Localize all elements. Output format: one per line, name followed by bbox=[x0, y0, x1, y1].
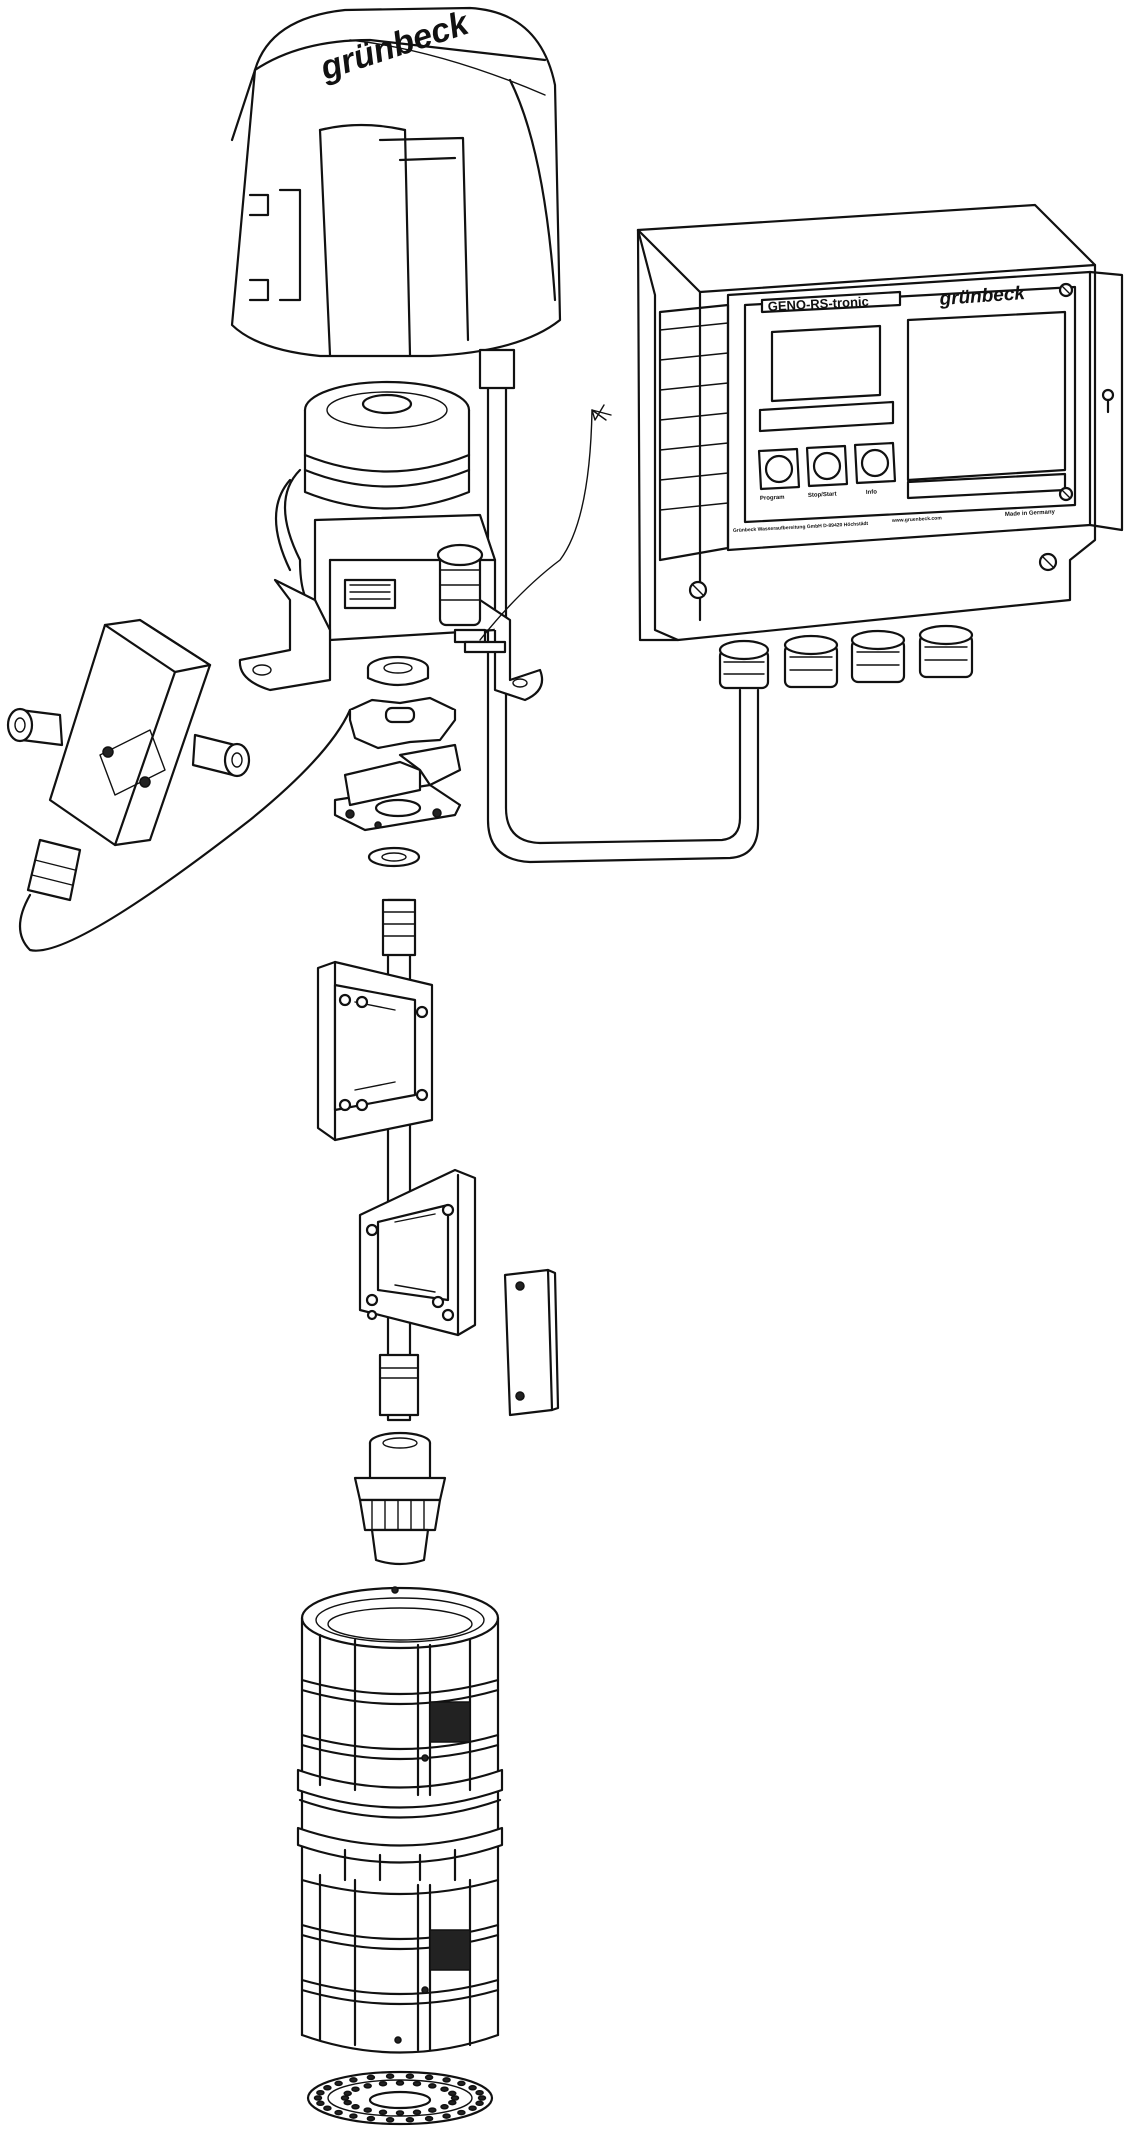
disc-hole bbox=[457, 2109, 466, 2116]
disc-hole bbox=[477, 2095, 487, 2101]
disc-hole bbox=[457, 2080, 466, 2087]
disc-hole bbox=[351, 2104, 360, 2110]
drive-motor bbox=[238, 380, 544, 702]
disc-hole bbox=[424, 2115, 434, 2122]
disc-hole bbox=[448, 2090, 457, 2097]
disc-hole bbox=[316, 2100, 325, 2107]
control-unit: GENO-RS-tronic grünbeck Program Stop/Sta… bbox=[636, 203, 1124, 690]
disc-hole bbox=[351, 2086, 360, 2092]
controller-button-stop-start[interactable] bbox=[805, 444, 849, 488]
disc-hole bbox=[363, 2107, 372, 2113]
disc-hole bbox=[343, 2099, 352, 2106]
disc-hole bbox=[334, 2080, 343, 2087]
disc-hole bbox=[316, 2089, 325, 2096]
shaft-bushing bbox=[353, 1431, 447, 1566]
disc-hole bbox=[349, 2113, 358, 2119]
disc-hole bbox=[340, 2095, 350, 2101]
disc-hole bbox=[313, 2095, 323, 2101]
disc-hole bbox=[366, 2074, 376, 2081]
disc-hole bbox=[475, 2089, 484, 2096]
disc-hole bbox=[412, 2080, 422, 2087]
bottom-grid-disc bbox=[306, 2070, 494, 2126]
disc-hole bbox=[363, 2083, 372, 2089]
button-label-stop-start: Stop/Start bbox=[808, 492, 837, 499]
disc-hole bbox=[323, 2105, 332, 2111]
disc-hole bbox=[450, 2095, 460, 2101]
lower-clamp-bracket bbox=[358, 1168, 477, 1337]
disc-hole bbox=[343, 2090, 352, 2097]
controller-footer-url: www.gruenbeck.com bbox=[891, 515, 943, 524]
controller-button-info[interactable] bbox=[853, 441, 897, 485]
controller-button-program[interactable] bbox=[757, 447, 801, 491]
cover-strip bbox=[503, 1268, 560, 1417]
motor-signal-wires bbox=[479, 404, 612, 641]
hood-cable bbox=[478, 348, 760, 864]
spring-washer bbox=[367, 846, 421, 868]
disc-hole bbox=[442, 2077, 451, 2083]
disc-hole bbox=[468, 2085, 477, 2091]
disc-hole bbox=[334, 2109, 343, 2116]
strainer-basket bbox=[296, 1586, 504, 2054]
disc-hole bbox=[405, 2073, 415, 2079]
screw-icon bbox=[688, 282, 1074, 600]
hex-nut bbox=[366, 655, 430, 687]
disc-hole bbox=[323, 2085, 332, 2091]
disc-hole bbox=[349, 2077, 358, 2083]
disc-hole bbox=[378, 2080, 388, 2087]
disc-hole bbox=[378, 2109, 388, 2116]
controller-footer-made-in: Made in Germany bbox=[1005, 509, 1056, 518]
disc-hole bbox=[428, 2083, 437, 2089]
disc-hole bbox=[424, 2074, 434, 2081]
coupling-disc bbox=[348, 696, 457, 750]
disc-hole bbox=[395, 2080, 405, 2086]
disc-hole bbox=[395, 2110, 405, 2116]
disc-hole bbox=[468, 2105, 477, 2111]
disc-hole bbox=[385, 2117, 395, 2123]
controller-model-label: GENO-RS-tronic bbox=[767, 294, 869, 314]
keyhole-icon bbox=[1101, 388, 1115, 414]
pressure-switch bbox=[6, 618, 352, 952]
disc-hole bbox=[405, 2117, 415, 2123]
disc-hole bbox=[385, 2073, 395, 2079]
protective-hood: grünbeck bbox=[230, 4, 562, 358]
disc-hole bbox=[440, 2104, 449, 2110]
disc-hole bbox=[366, 2115, 376, 2122]
disc-hole bbox=[442, 2113, 451, 2119]
upper-clamp-bracket bbox=[316, 960, 434, 1142]
disc-hole bbox=[440, 2086, 449, 2092]
button-label-info: Info bbox=[866, 489, 878, 496]
button-label-program: Program bbox=[760, 495, 785, 502]
disc-hole bbox=[448, 2099, 457, 2106]
disc-hole bbox=[412, 2109, 422, 2116]
disc-hole bbox=[428, 2107, 437, 2113]
disc-hole bbox=[475, 2100, 484, 2107]
cable-glands bbox=[718, 624, 974, 690]
limit-switch-plate bbox=[333, 743, 462, 832]
